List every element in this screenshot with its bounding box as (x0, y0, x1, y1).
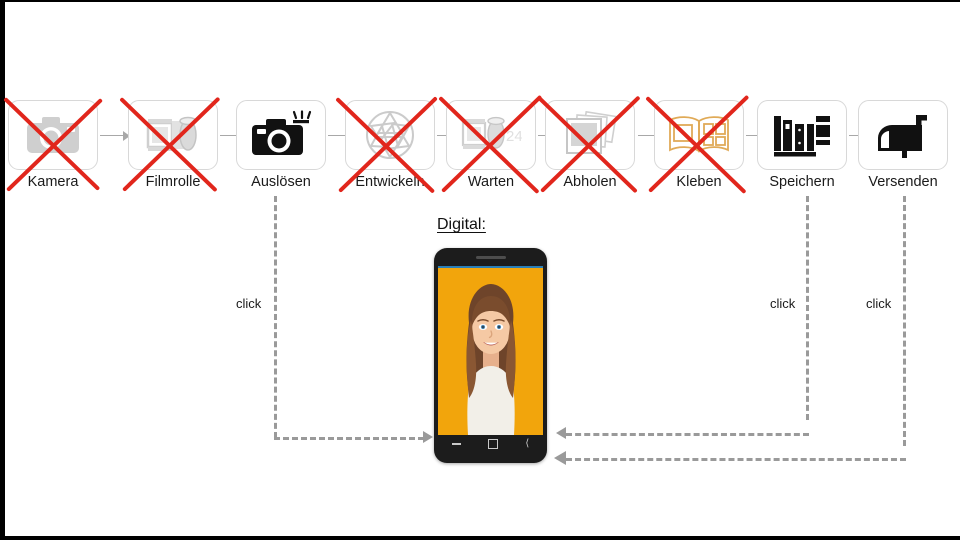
smartphone-device[interactable]: ⟨ (434, 248, 547, 463)
process-step-ausloesen[interactable]: Auslösen (236, 100, 326, 190)
process-step-filmrolle[interactable]: Filmrolle (128, 100, 218, 190)
process-step-label: Kamera (27, 174, 79, 190)
process-step-label: Abholen (563, 174, 617, 190)
photo-album-icon (654, 100, 744, 170)
connector-speichern-arrowhead (556, 427, 566, 439)
process-step-abholen[interactable]: Abholen (545, 100, 635, 190)
connector-label-ausloesen: click (236, 296, 262, 311)
connector-versenden-vertical (903, 196, 906, 446)
connector-speichern-horizontal (566, 433, 809, 436)
connector-label-versenden: click (866, 296, 892, 311)
camera-shutter-icon (236, 100, 326, 170)
process-step-versenden[interactable]: Versenden (858, 100, 948, 190)
photo-prints-icon (545, 100, 635, 170)
process-step-label: Filmrolle (145, 174, 201, 190)
nav-back-icon[interactable]: ⟨ (525, 438, 530, 449)
phone-screen[interactable] (438, 266, 543, 435)
digital-section-title: Digital: (437, 216, 486, 233)
slide-bottom-edge (0, 536, 960, 540)
process-step-label: Versenden (868, 174, 938, 190)
phone-navigation-bar[interactable]: ⟨ (438, 436, 543, 452)
connector-label-speichern: click (770, 296, 796, 311)
process-step-kleben[interactable]: Kleben (654, 100, 744, 190)
nav-recents-icon[interactable] (451, 443, 461, 445)
connector-versenden-horizontal (566, 458, 906, 461)
camera-icon (8, 100, 98, 170)
flow-arrow-1 (100, 130, 130, 142)
connector-ausloesen-arrowhead (423, 431, 433, 443)
slide-top-edge (0, 0, 960, 2)
svg-text:24h: 24h (506, 128, 522, 145)
process-step-speichern[interactable]: Speichern (757, 100, 847, 190)
connector-speichern-vertical (806, 196, 809, 420)
process-step-label: Speichern (769, 174, 835, 190)
process-step-label: Kleben (676, 174, 722, 190)
film-roll-icon (128, 100, 218, 170)
aperture-icon (345, 100, 435, 170)
slide-left-edge (0, 0, 5, 540)
girl-portrait-photo (438, 268, 543, 435)
connector-versenden-arrowhead (554, 451, 566, 465)
process-step-label: Auslösen (251, 174, 311, 190)
film-develop-icon: 24h (446, 100, 536, 170)
nav-home-icon[interactable] (488, 439, 499, 449)
phone-speaker (476, 256, 506, 259)
process-step-warten[interactable]: 24h Warten (446, 100, 536, 190)
connector-ausloesen-horizontal (274, 437, 424, 440)
process-step-kamera[interactable]: Kamera (8, 100, 98, 190)
mailbox-icon (858, 100, 948, 170)
process-step-entwickeln[interactable]: Entwickeln (345, 100, 435, 190)
bookshelf-icon (757, 100, 847, 170)
connector-ausloesen-vertical (274, 196, 277, 438)
